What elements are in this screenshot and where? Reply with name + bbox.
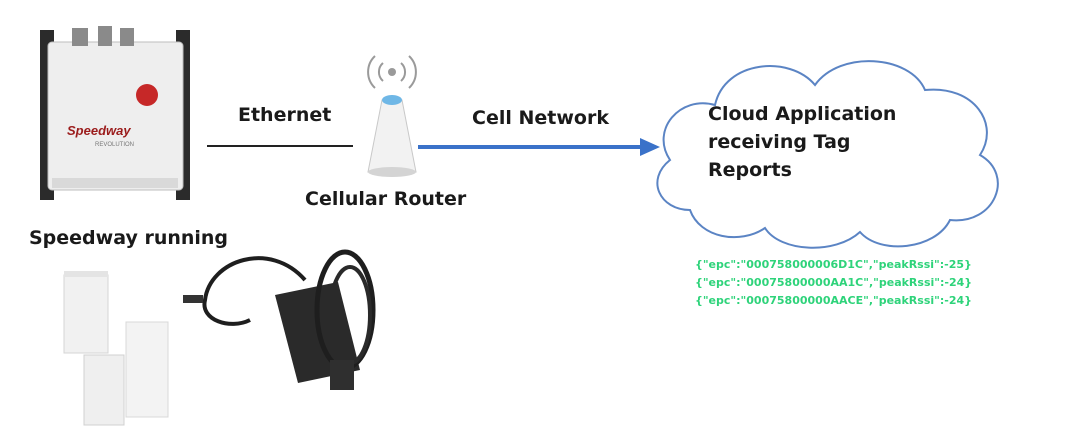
wifi-signal-icon [367,55,417,89]
cloud-icon [656,60,999,249]
tag-report-line: {"epc":"00075800000AACE","peakRssi":-24} [695,294,972,307]
cloud-line: Cloud Application [708,103,897,125]
cloud-line: Reports [708,159,792,181]
tag-report-line: {"epc":"000758000006D1C","peakRssi":-25} [695,258,972,271]
cell-network-label: Cell Network [472,107,609,129]
ethernet-label: Ethernet [238,104,332,126]
cell-network-arrow [418,138,660,156]
reader-device-icon: Speedway REVOLUTION [40,26,190,200]
power-adapter-icon [183,249,376,390]
cellular-router-label: Cellular Router [305,188,467,210]
reader-brand-text: Speedway [67,123,131,138]
antenna-box-icon [63,271,169,426]
reader-sub-text: REVOLUTION [95,142,134,148]
router-icon [367,95,417,177]
speedway-running-label: Speedway running [29,227,229,249]
tag-report-line: {"epc":"00075800000AA1C","peakRssi":-24} [695,276,973,289]
tag-report-list: {"epc":"000758000006D1C","peakRssi":-25}… [695,256,972,310]
cloud-text: Cloud Application receiving Tag Reports [708,100,908,184]
cloud-line: receiving Tag [708,131,851,153]
